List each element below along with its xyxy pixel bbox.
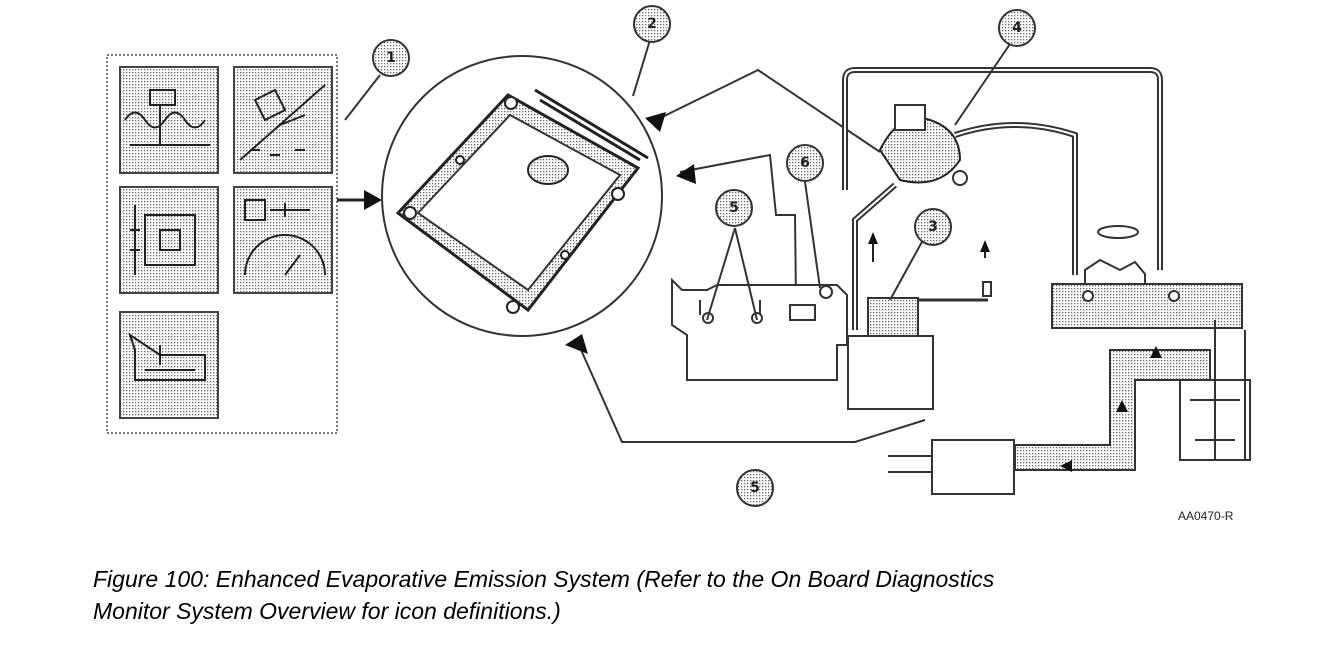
svg-text:4: 4 — [1012, 20, 1022, 36]
figure-caption: Figure 100: Enhanced Evaporative Emissio… — [93, 563, 1243, 627]
icon-panel — [106, 54, 338, 434]
callout-5-upper: 5 — [715, 189, 753, 227]
callout-4: 4 — [998, 9, 1036, 47]
caption-line-1: Figure 100: Enhanced Evaporative Emissio… — [93, 566, 995, 592]
fuel-system-icon — [233, 186, 333, 294]
canister — [847, 232, 992, 410]
arrowhead-pcm-upper — [645, 112, 666, 132]
svg-text:5: 5 — [729, 200, 739, 216]
image-code: AA0470-R — [1178, 509, 1234, 523]
purge-valve — [878, 104, 968, 186]
hose-inner — [844, 69, 1161, 330]
fuel-tank — [671, 277, 848, 381]
fill-pipe — [888, 346, 1211, 495]
callout-3: 3 — [914, 208, 952, 246]
panel-to-pcm-arrow — [337, 190, 382, 210]
evap-system-icon — [119, 186, 219, 294]
signal-lines — [577, 68, 926, 443]
pcm-module — [381, 55, 663, 337]
callout-leaders — [344, 39, 1011, 321]
callout-5-lower: 5 — [736, 469, 774, 507]
svg-text:5: 5 — [750, 480, 760, 496]
svg-text:6: 6 — [800, 155, 810, 171]
callout-1: 1 — [372, 39, 410, 77]
callout-2: 2 — [633, 5, 671, 43]
callout-6: 6 — [786, 144, 824, 182]
caption-line-2: Monitor System Overview for icon definit… — [93, 598, 561, 624]
catalyst-monitor-icon — [233, 66, 333, 174]
egr-system-icon — [119, 311, 219, 419]
arrowhead-pcm-right — [676, 164, 696, 184]
misfire-monitor-icon — [119, 66, 219, 174]
arrowhead-pcm-lower — [565, 334, 588, 354]
svg-text:1: 1 — [386, 50, 396, 66]
svg-text:3: 3 — [928, 219, 938, 235]
vent-assembly — [1051, 225, 1251, 461]
svg-text:2: 2 — [647, 16, 657, 32]
